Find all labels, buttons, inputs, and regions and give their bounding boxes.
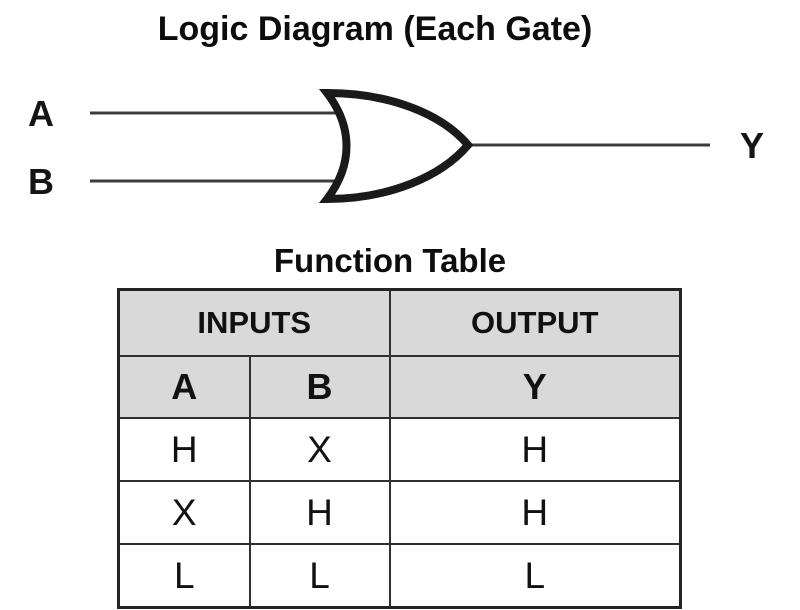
- cell-b: X: [248, 417, 391, 482]
- or-gate-diagram: [90, 88, 710, 204]
- inputs-group-header: INPUTS: [117, 288, 391, 357]
- cell-a: X: [117, 480, 251, 545]
- function-table: INPUTS OUTPUT A B Y H X H X H H L L L: [117, 288, 682, 609]
- cell-b: H: [248, 480, 391, 545]
- table-column-header-row: A B Y: [117, 355, 682, 419]
- cell-a: H: [117, 417, 251, 482]
- cell-y: H: [388, 480, 682, 545]
- output-group-header: OUTPUT: [388, 288, 682, 357]
- input-label-b: B: [28, 161, 54, 202]
- table-group-header-row: INPUTS OUTPUT: [117, 288, 682, 357]
- cell-b: L: [248, 543, 391, 609]
- column-header-b: B: [248, 355, 391, 419]
- cell-y: L: [388, 543, 682, 609]
- cell-y: H: [388, 417, 682, 482]
- table-row: L L L: [117, 543, 682, 609]
- page-title: Logic Diagram (Each Gate): [157, 10, 593, 48]
- output-label-y: Y: [740, 125, 765, 166]
- column-header-a: A: [117, 355, 251, 419]
- input-label-a: A: [28, 93, 54, 134]
- table-row: X H H: [117, 480, 682, 545]
- function-table-heading: Function Table: [273, 242, 507, 279]
- or-gate-shape: [318, 88, 474, 204]
- column-header-y: Y: [388, 355, 682, 419]
- cell-a: L: [117, 543, 251, 609]
- table-row: H X H: [117, 417, 682, 482]
